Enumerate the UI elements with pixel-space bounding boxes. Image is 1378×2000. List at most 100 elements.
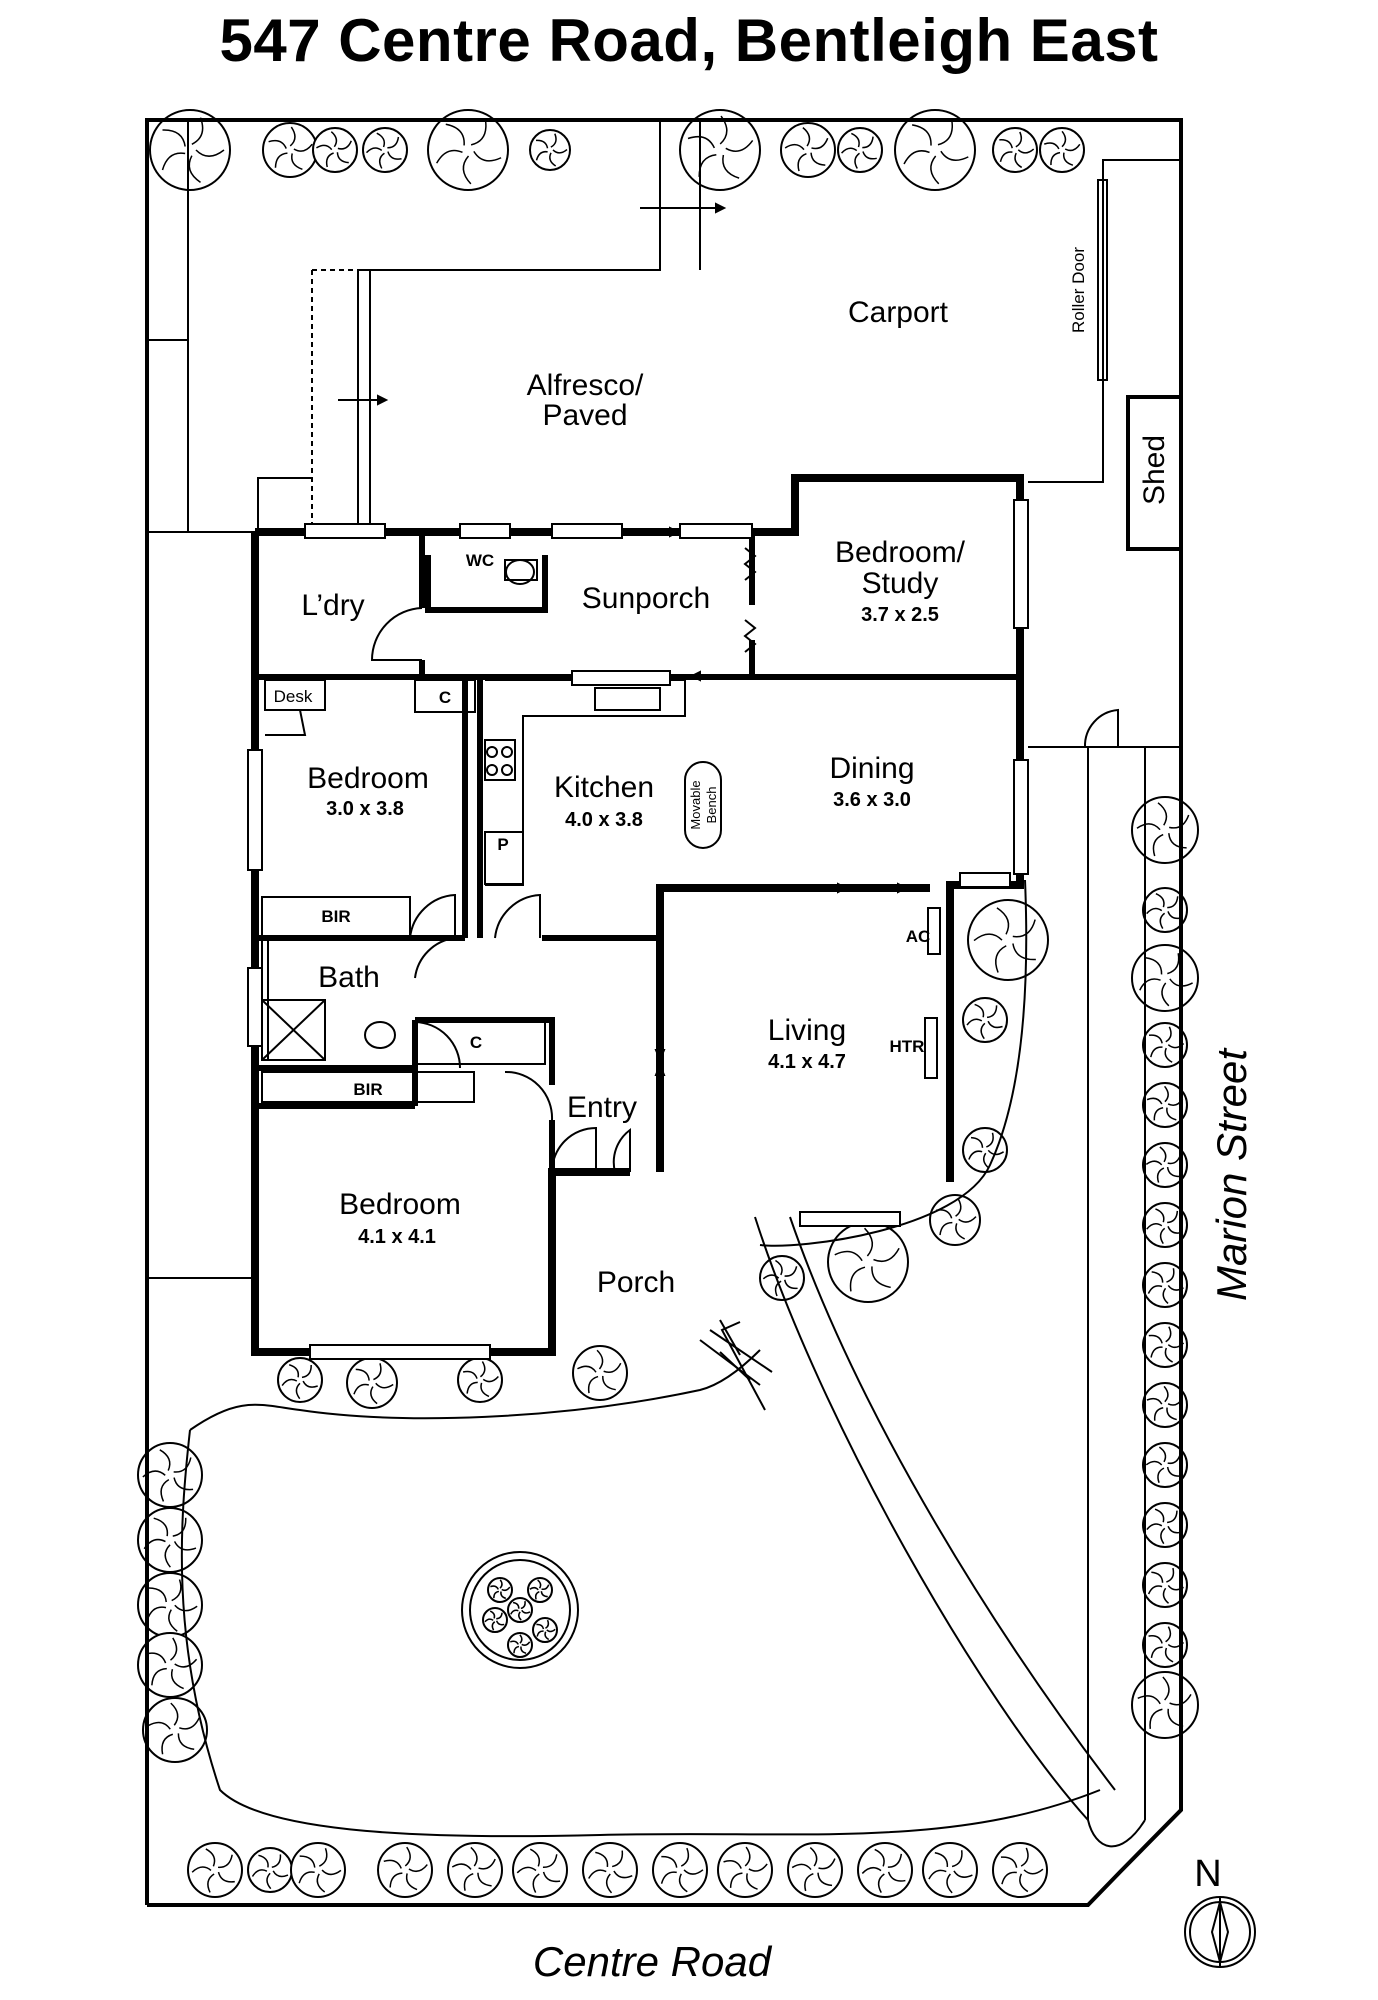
label-movable-bench-1: Movable	[688, 780, 703, 829]
tree-branch	[545, 1619, 550, 1629]
windows	[247, 499, 1029, 1360]
tree-branch	[746, 1873, 758, 1890]
tree-branch	[1153, 1106, 1164, 1121]
tree-branch	[470, 120, 487, 146]
tree-branch	[470, 1846, 478, 1867]
label-bedroom-study-2: Study	[862, 567, 939, 600]
tree-branch	[966, 1018, 983, 1026]
label-movable-bench-2: Bench	[704, 787, 719, 824]
tree-icon	[447, 1842, 503, 1898]
tree-icon	[572, 1345, 628, 1401]
label-entry: Entry	[567, 1091, 637, 1124]
tree-branch	[862, 151, 877, 160]
tree-branch	[337, 140, 352, 150]
tree-branch	[161, 1733, 174, 1755]
tree-branch	[1148, 1034, 1163, 1044]
tree-branch	[451, 1863, 472, 1870]
tree-branch	[501, 1586, 511, 1592]
tree-branch	[274, 152, 288, 168]
tree-icon	[1142, 1262, 1188, 1308]
tree-icon	[529, 129, 571, 171]
tree-branch	[810, 152, 826, 166]
tree-icon	[277, 1357, 323, 1403]
tree-branch	[325, 152, 334, 168]
property-boundary	[145, 118, 1183, 1907]
tree-branch	[336, 152, 349, 164]
label-heater: HTR	[890, 1037, 925, 1056]
tree-branch	[987, 1020, 1003, 1029]
tree-branch	[1146, 907, 1163, 915]
tree-icon	[962, 997, 1008, 1043]
tree-branch	[1166, 1268, 1175, 1283]
tree-branch	[605, 1873, 613, 1894]
label-desk: Desk	[274, 687, 313, 706]
tree-branch	[1162, 1287, 1169, 1305]
tree-branch	[499, 1579, 503, 1589]
tree-branch	[748, 1863, 768, 1872]
tree-branch	[1145, 1160, 1163, 1166]
tree-branch	[1146, 1523, 1163, 1531]
tree-icon	[582, 1842, 638, 1898]
tree-branch	[723, 1860, 742, 1869]
tree-branch	[725, 140, 754, 152]
tree-icon	[482, 1607, 508, 1633]
tree-branch	[173, 1457, 192, 1473]
tree-branch	[817, 1872, 833, 1887]
shed	[1126, 395, 1183, 551]
tree-branch	[953, 1870, 973, 1878]
tree-branch	[970, 1136, 984, 1148]
tree-branch	[490, 1585, 499, 1590]
tree-branch	[1145, 1460, 1163, 1466]
tree-branch	[540, 1591, 548, 1598]
tree-branch	[162, 129, 186, 147]
tree-icon	[922, 1842, 978, 1898]
label-living-dim: 4.1 x 4.7	[768, 1051, 846, 1073]
tree-icon	[1142, 1622, 1188, 1668]
tree-branch	[1043, 142, 1060, 150]
tree-branch	[159, 1449, 171, 1471]
tree-branch	[874, 1848, 885, 1867]
tree-icon	[1131, 796, 1199, 864]
tree-branch	[678, 1873, 688, 1893]
tree-branch	[542, 1854, 558, 1868]
tree-icon	[142, 1697, 208, 1763]
tree-branch	[955, 1223, 966, 1240]
tree-branch	[946, 1873, 953, 1894]
label-bedroom1-dim: 4.1 x 4.1	[358, 1226, 436, 1248]
tree-branch	[534, 1590, 540, 1600]
tree-branch	[1136, 823, 1161, 831]
tree-branch	[784, 1266, 798, 1277]
tree-branch	[1146, 1097, 1163, 1105]
tree-branch	[887, 1871, 906, 1882]
tree-branch	[1153, 1407, 1164, 1421]
tree-branch	[1149, 1708, 1163, 1729]
tree-icon	[1142, 1202, 1188, 1248]
tree-branch	[968, 1150, 983, 1160]
tree-branch	[195, 149, 225, 157]
tree-branch	[1146, 1223, 1163, 1230]
tree-branch	[973, 933, 1003, 942]
tree-branch	[174, 1604, 198, 1612]
tree-branch	[191, 1866, 212, 1873]
tree-branch	[797, 153, 807, 172]
tree-branch	[1145, 957, 1163, 975]
page-title: 547 Centre Road, Bentleigh East	[219, 7, 1159, 74]
tree-branch	[660, 1871, 677, 1884]
tree-branch	[1159, 912, 1166, 929]
label-bir-2: BIR	[353, 1080, 382, 1099]
tree-branch	[861, 1866, 882, 1874]
tree-branch	[744, 1846, 751, 1867]
tree-branch	[321, 1869, 342, 1876]
tree-branch	[436, 149, 463, 164]
label-bath: Bath	[318, 961, 380, 994]
tree-branch	[1064, 143, 1081, 152]
tree-branch	[520, 1646, 527, 1654]
tree-branch	[521, 1641, 531, 1646]
tree-branch	[1147, 1585, 1163, 1595]
tree-branch	[683, 1869, 704, 1875]
label-cupboard-1: C	[439, 688, 451, 707]
tree-branch	[330, 131, 338, 148]
tree-branch	[930, 155, 940, 185]
label-alfresco-2: Paved	[542, 399, 627, 432]
